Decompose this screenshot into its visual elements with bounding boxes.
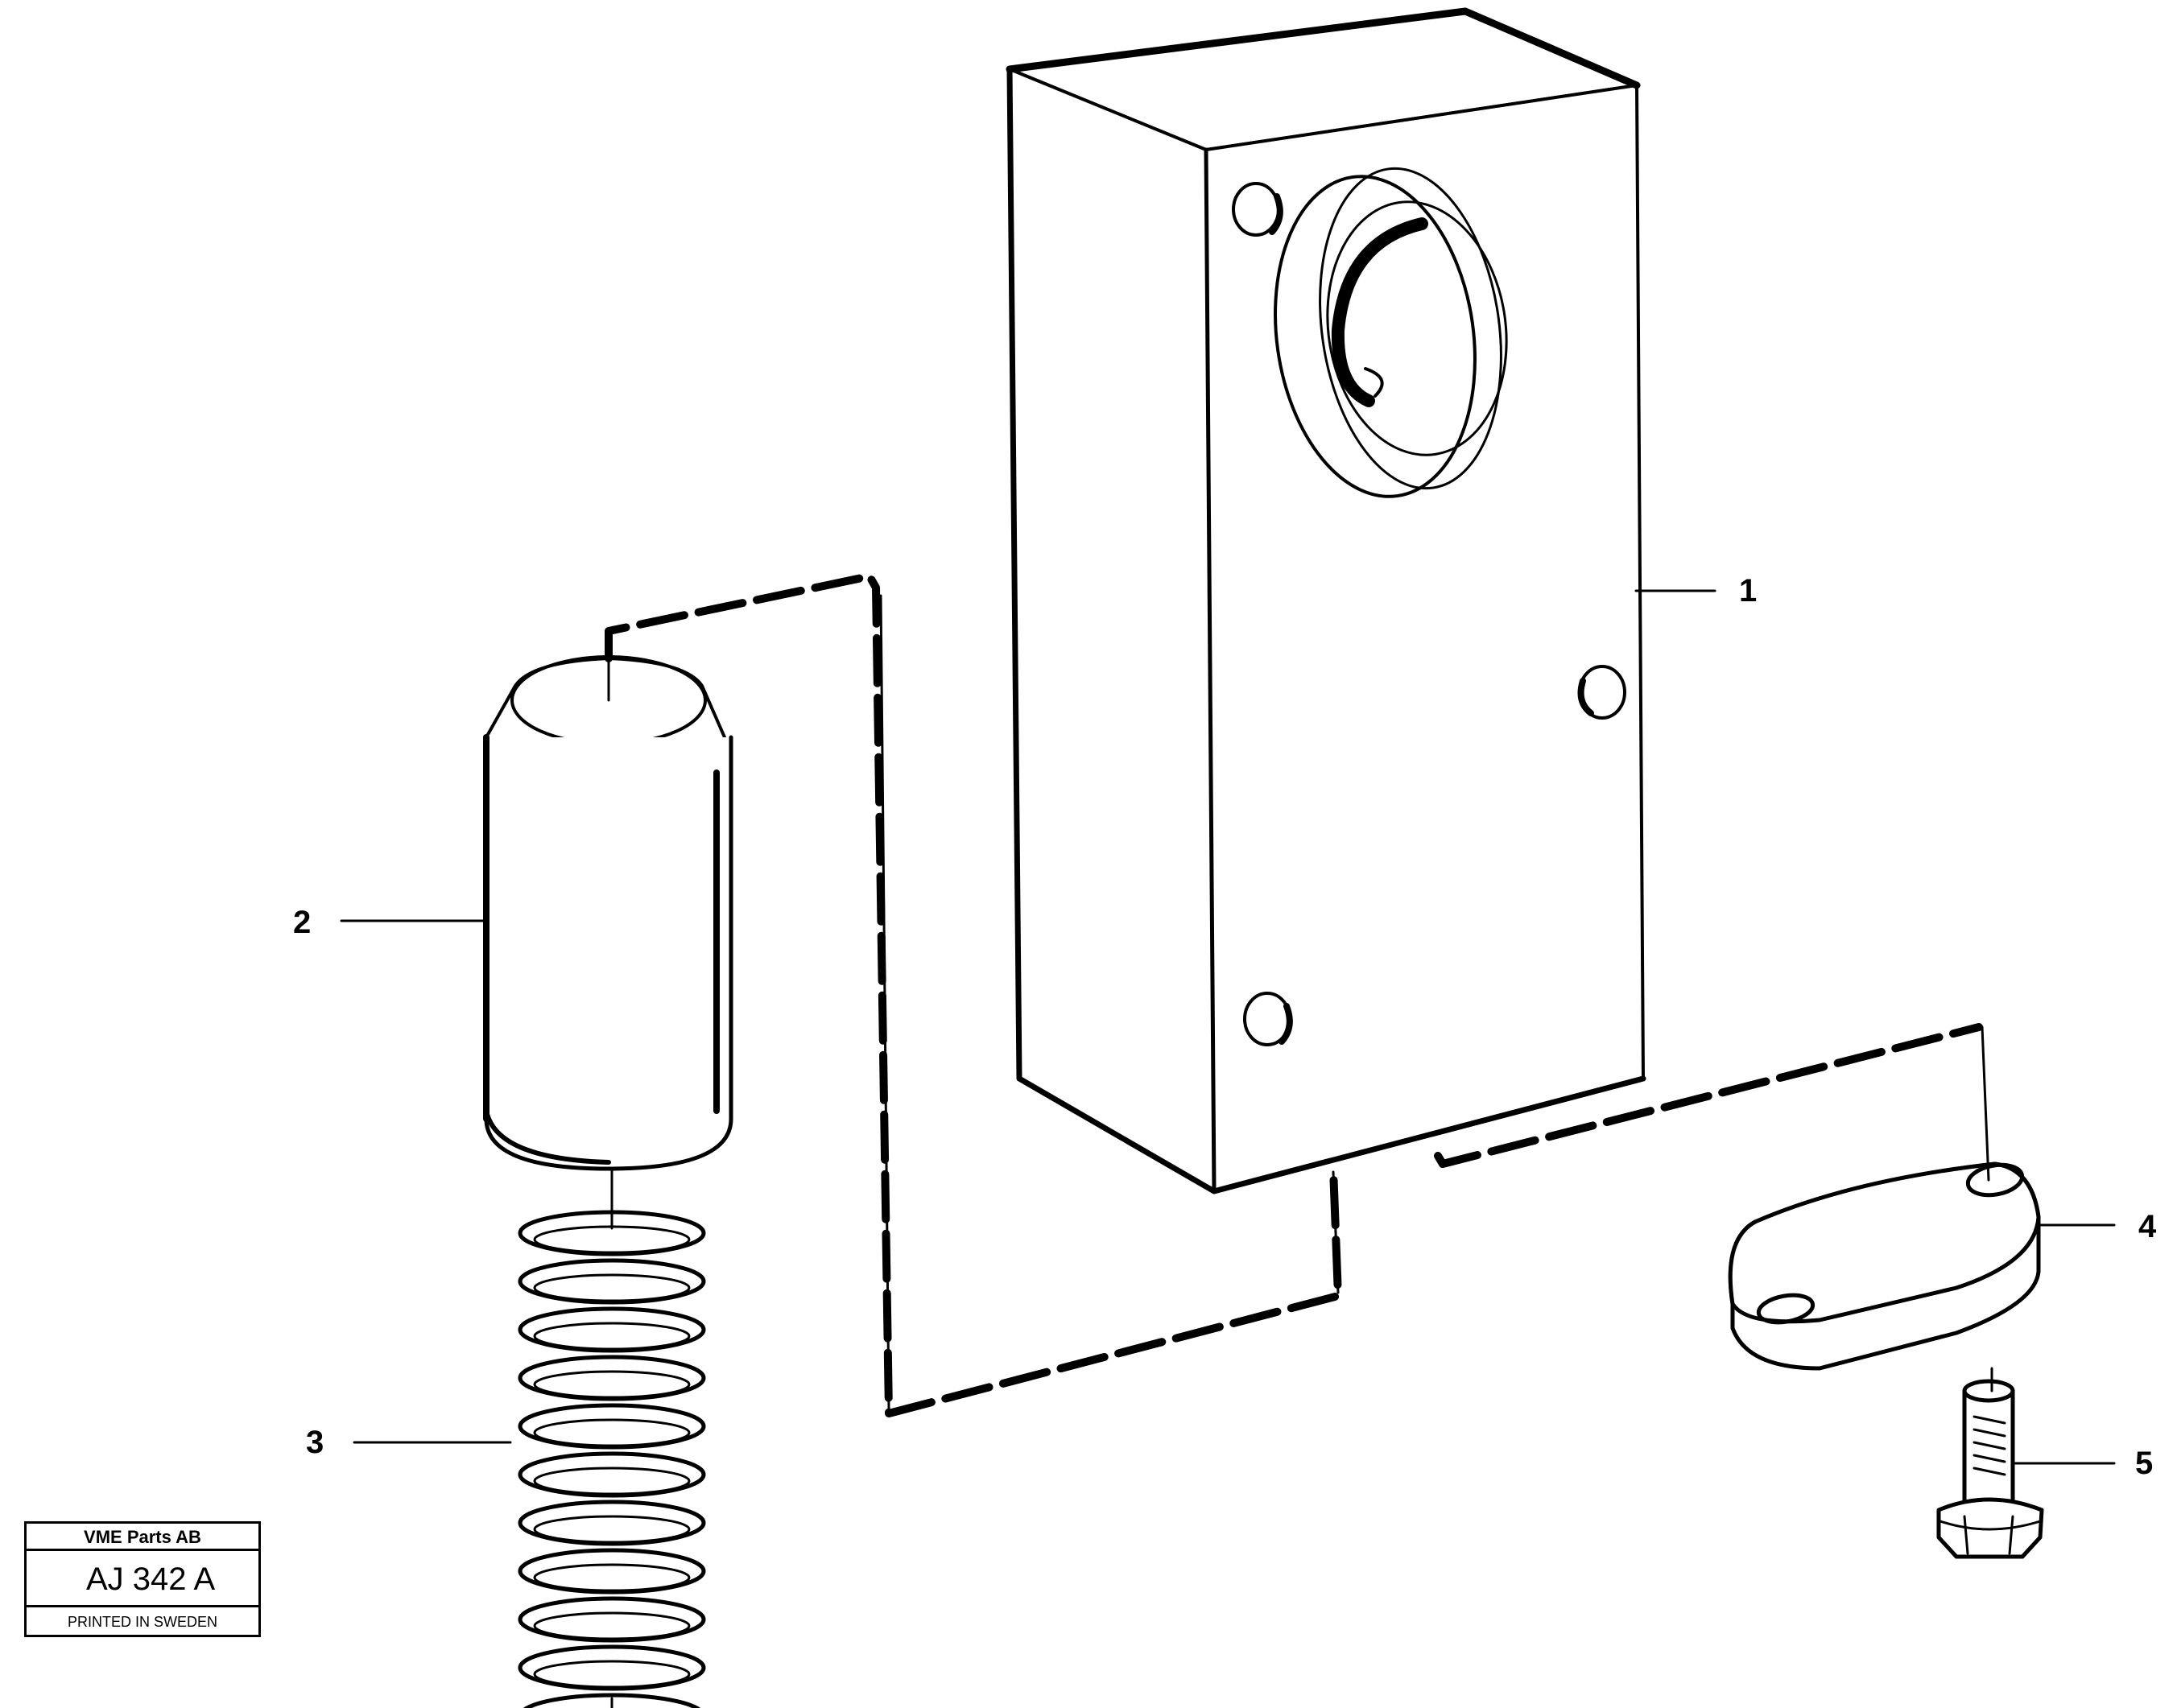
bolt-hole	[1243, 992, 1293, 1046]
title-stamp: VME Parts AB AJ 342 A PRINTED IN SWEDEN	[24, 1521, 261, 1637]
spring-coil-inner	[533, 1418, 691, 1447]
cover-plate-part	[1728, 1161, 2041, 1371]
piston-part	[483, 655, 733, 1171]
assembly-lines	[605, 572, 1993, 1417]
spring-coil	[518, 1548, 706, 1595]
leader-lines	[340, 589, 2116, 1465]
spring-coil	[523, 1693, 700, 1708]
callout-5: 5	[2135, 1446, 2154, 1481]
stamp-code: AJ 342 A	[27, 1551, 258, 1607]
callout-3: 3	[306, 1425, 324, 1460]
spring-coil	[518, 1355, 706, 1401]
stamp-company: VME Parts AB	[27, 1524, 258, 1551]
spring-coil-inner	[533, 1563, 691, 1592]
spring-coil-inner	[533, 1370, 691, 1399]
bolt-hole	[1577, 665, 1626, 720]
spring-coil-inner	[533, 1273, 691, 1302]
bolt-hole	[1232, 182, 1283, 237]
spring-coil-inner	[533, 1660, 691, 1689]
spring-coil-inner	[533, 1467, 691, 1496]
spring-coil	[518, 1403, 706, 1450]
callout-2: 2	[293, 905, 312, 940]
spring-coil-inner	[533, 1322, 691, 1351]
spring-coil	[518, 1644, 706, 1691]
spring-coil-inner	[533, 1225, 691, 1254]
spring-coil-inner	[533, 1515, 691, 1544]
spring-coil-inner	[533, 1611, 691, 1640]
spring-coil	[518, 1596, 706, 1643]
callout-4: 4	[2138, 1209, 2157, 1244]
spring-coil	[518, 1306, 706, 1353]
stamp-printed: PRINTED IN SWEDEN	[67, 1614, 217, 1630]
callout-1: 1	[1739, 573, 1758, 609]
spring-coil	[518, 1500, 706, 1546]
spring-coil	[518, 1258, 706, 1305]
spring-part	[518, 1210, 706, 1708]
spring-coil	[518, 1451, 706, 1498]
valve-block-part	[1006, 7, 1646, 1194]
flange-screw-part	[1936, 1379, 2044, 1559]
